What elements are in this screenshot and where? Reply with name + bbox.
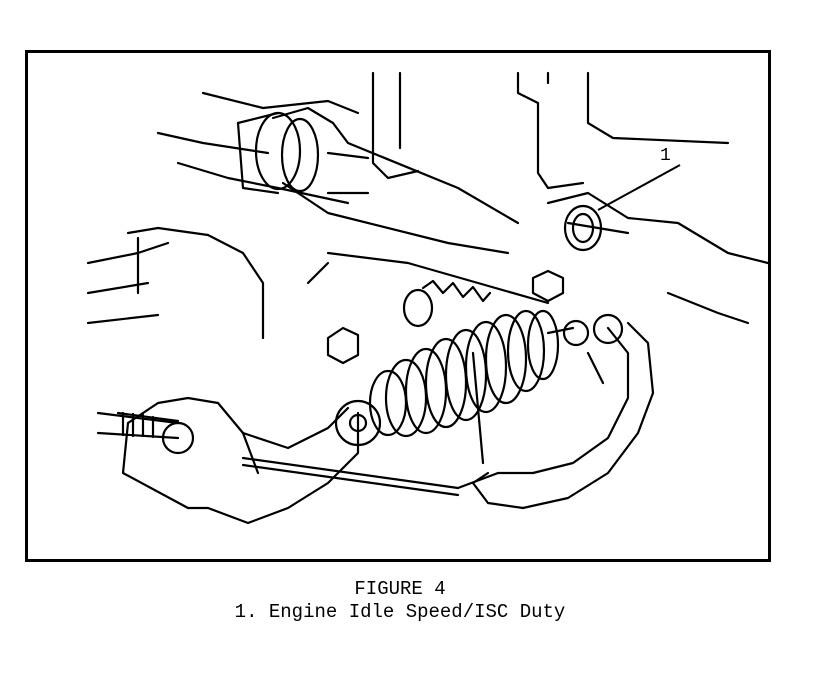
idle-screw [96,411,180,440]
callout-number: 1 [660,146,671,166]
adjustment-nut [326,204,603,365]
hose [236,106,520,255]
figure-title: FIGURE 4 [354,578,446,600]
linkage-rod [241,351,500,497]
throttle-lever [116,396,382,525]
figure-frame [25,50,771,562]
isc-bracket [471,321,655,510]
return-spring [368,309,624,438]
engine-block [86,71,768,340]
small-spring [402,279,492,328]
engine-illustration [86,71,768,525]
figure-legend: 1. Engine Idle Speed/ISC Duty [234,601,566,623]
